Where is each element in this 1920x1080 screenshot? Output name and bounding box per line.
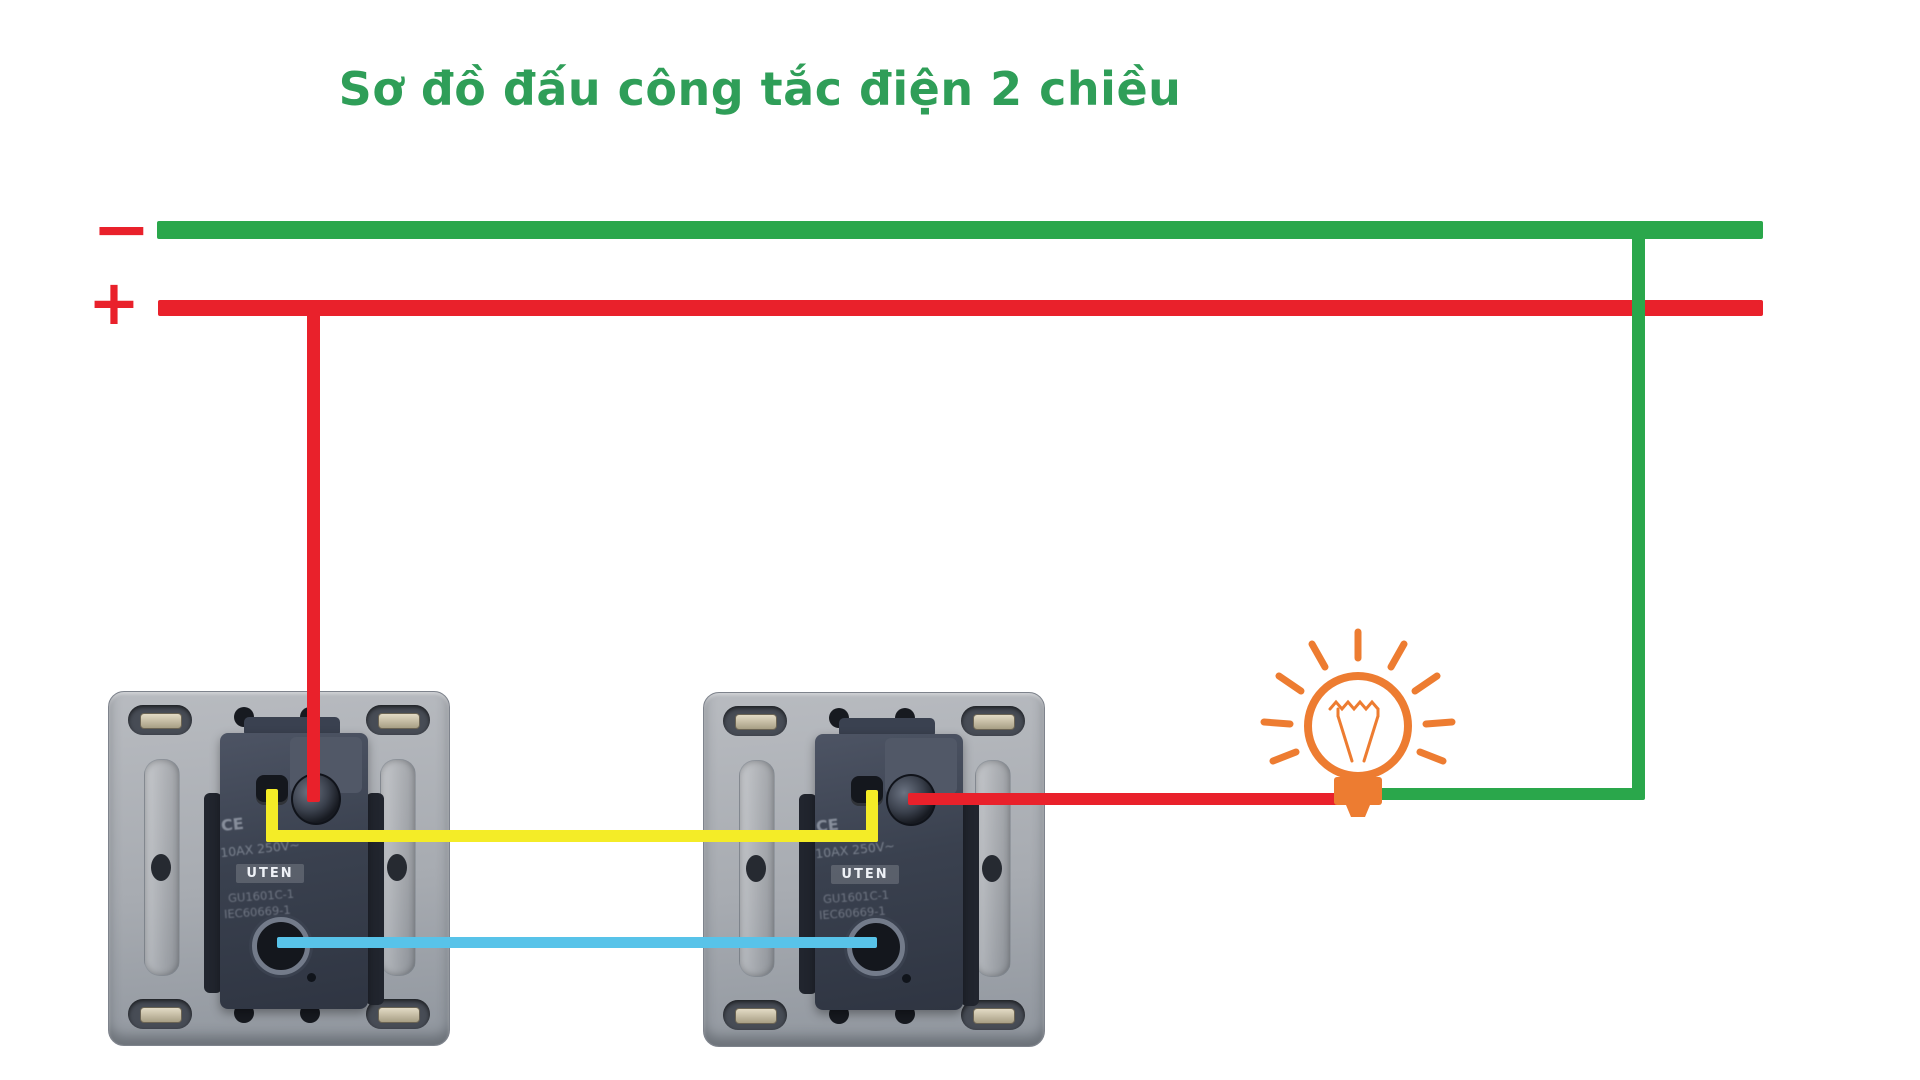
wire-switch-2-to-lamp bbox=[908, 793, 1340, 805]
groove-hole bbox=[746, 855, 766, 882]
brand-logo: UTEN bbox=[831, 865, 899, 884]
traveler-wire-blue bbox=[277, 937, 877, 948]
groove-hole bbox=[387, 854, 407, 881]
mechanism-cap bbox=[839, 718, 935, 738]
screw-slot bbox=[366, 705, 430, 735]
negative-bus-label: − bbox=[92, 188, 151, 270]
bulb-base-tip bbox=[1346, 805, 1370, 817]
brand-logo: UTEN bbox=[236, 864, 304, 883]
wire-negative-drop bbox=[1632, 228, 1645, 800]
groove-hole bbox=[982, 855, 1002, 882]
screw-slot bbox=[723, 706, 787, 736]
screw-slot bbox=[723, 1000, 787, 1030]
screw-slot bbox=[128, 705, 192, 735]
negative-bus-wire bbox=[157, 221, 1763, 239]
traveler-wire-yellow bbox=[266, 789, 278, 842]
positive-bus-label: + bbox=[88, 266, 140, 339]
bulb-base bbox=[1334, 777, 1382, 805]
light-bulb-icon bbox=[1260, 628, 1456, 817]
bulb-glass bbox=[1304, 672, 1412, 780]
mechanism-pinhole bbox=[902, 974, 911, 983]
switch-2: CE 10AX 250V~ UTEN GU1601C-1 IEC60669-1 bbox=[703, 692, 1045, 1047]
screw-slot bbox=[961, 706, 1025, 736]
diagram-title: Sơ đồ đấu công tắc điện 2 chiều bbox=[338, 62, 1182, 116]
bulb-filament bbox=[1328, 699, 1380, 763]
mechanism-clamp bbox=[961, 794, 979, 1006]
wire-lamp-to-negative bbox=[1374, 788, 1636, 800]
traveler-wire-yellow bbox=[266, 830, 878, 842]
mechanism-clamp bbox=[204, 793, 222, 993]
traveler-wire-yellow bbox=[866, 790, 878, 842]
mechanism-pinhole bbox=[307, 973, 316, 982]
positive-bus-wire bbox=[158, 300, 1763, 316]
screw-slot bbox=[128, 999, 192, 1029]
ce-mark: CE bbox=[220, 813, 245, 836]
groove-hole bbox=[151, 854, 171, 881]
switch-1: CE 10AX 250V~ UTEN GU1601C-1 IEC60669-1 bbox=[108, 691, 450, 1046]
bulb-rays bbox=[1260, 628, 1456, 765]
mechanism-clamp bbox=[366, 793, 384, 1005]
screw-slot bbox=[961, 1000, 1025, 1030]
plate-groove bbox=[144, 759, 180, 976]
feed-wire-positive-to-switch-1 bbox=[307, 312, 320, 802]
